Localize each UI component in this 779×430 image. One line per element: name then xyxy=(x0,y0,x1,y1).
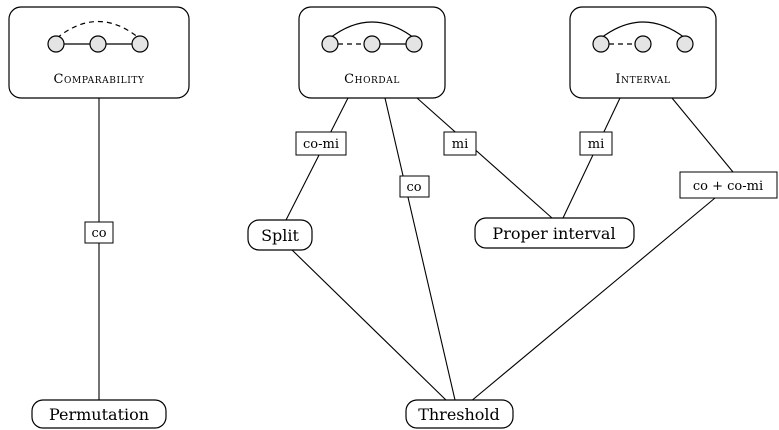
chordal-label: Chordal xyxy=(344,72,400,87)
node-threshold: Threshold xyxy=(405,399,514,429)
edge-label-chordal-proper-interval: mi xyxy=(443,131,477,156)
edge-chordal-split xyxy=(284,97,349,223)
node-split: Split xyxy=(247,219,313,251)
node-interval: Interval xyxy=(569,6,717,99)
svg-text:mi: mi xyxy=(452,137,469,152)
edge-chordal-threshold xyxy=(384,97,456,401)
edge-label-chordal-threshold: co xyxy=(399,175,430,198)
svg-text:co-mi: co-mi xyxy=(303,137,339,152)
edge-label-interval-threshold: co + co-mi xyxy=(679,171,778,199)
svg-text:co + co-mi: co + co-mi xyxy=(693,179,763,194)
edge-chordal-proper-interval xyxy=(416,97,553,219)
edge-label-comparability-permutation: co xyxy=(84,221,114,244)
node-proper-interval: Proper interval xyxy=(474,217,635,249)
chordal-graph-icon xyxy=(321,21,423,53)
edge-label-chordal-split: co-mi xyxy=(295,131,347,156)
svg-text:mi: mi xyxy=(588,137,605,152)
edge-interval-threshold xyxy=(671,97,734,173)
node-chordal: Chordal xyxy=(298,6,446,99)
edges xyxy=(98,97,734,403)
node-permutation: Permutation xyxy=(31,399,167,429)
threshold-label: Threshold xyxy=(418,405,500,424)
edge-split-threshold xyxy=(289,247,449,403)
edge-interval-proper-interval xyxy=(562,97,621,219)
interval-graph-icon xyxy=(592,21,694,53)
node-comparability: Comparability xyxy=(8,6,190,99)
permutation-label: Permutation xyxy=(49,405,149,424)
comparability-label: Comparability xyxy=(54,72,145,87)
proper-interval-label: Proper interval xyxy=(492,224,615,243)
split-label: Split xyxy=(261,226,299,245)
edge-interval-threshold-lower xyxy=(469,197,716,403)
comparability-graph-icon xyxy=(47,20,149,53)
svg-text:co: co xyxy=(406,180,421,195)
edge-label-interval-proper-interval: mi xyxy=(579,131,613,156)
interval-label: Interval xyxy=(615,72,670,87)
svg-text:co: co xyxy=(91,226,106,241)
